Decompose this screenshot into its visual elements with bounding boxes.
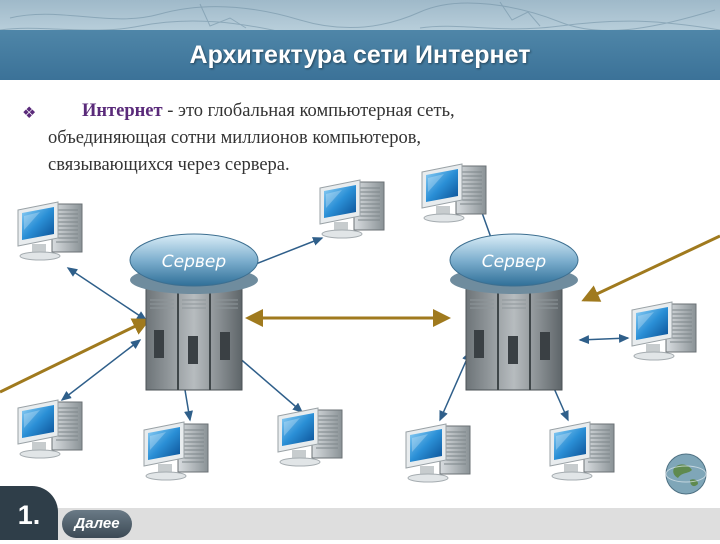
computer-icon bbox=[277, 407, 343, 467]
slide-title: Архитектура сети Интернет bbox=[189, 41, 531, 69]
internet-keyword: Интернет bbox=[82, 101, 163, 121]
definition-line-1: Интернет - это глобальная компьютерная с… bbox=[22, 98, 622, 125]
computer-icon bbox=[421, 163, 487, 223]
world-map-background bbox=[0, 1, 720, 35]
definition-text: ❖ Интернет - это глобальная компьютерная… bbox=[22, 98, 622, 179]
link-bottom-pc-4 bbox=[439, 350, 471, 422]
link-right-pc bbox=[578, 333, 630, 345]
left-backbone-link bbox=[0, 318, 151, 394]
globe-icon bbox=[665, 453, 707, 495]
computer-icon bbox=[405, 423, 471, 483]
right-backbone-link bbox=[581, 234, 720, 302]
definition-line-2: объединяющая сотни миллионов компьютеров… bbox=[48, 128, 422, 148]
computer-icon bbox=[549, 421, 615, 481]
next-button[interactable]: Далее bbox=[62, 510, 132, 538]
server-left-label: Сервер bbox=[162, 252, 227, 272]
computer-icon bbox=[631, 301, 697, 361]
server-right: Сервер bbox=[449, 233, 579, 391]
link-left-bottom-pc bbox=[60, 339, 142, 401]
link-left-top-pc bbox=[66, 267, 148, 321]
computer-icon bbox=[17, 399, 83, 459]
header-banner: Архитектура сети Интернет bbox=[0, 0, 720, 80]
backbone-links bbox=[0, 234, 720, 394]
diamond-bullet-icon: ❖ bbox=[22, 105, 37, 122]
definition-line-3: связывающихся через сервера. bbox=[48, 155, 290, 175]
server-right-label: Сервер bbox=[482, 252, 547, 272]
computer-icon bbox=[17, 201, 83, 261]
server-left: Сервер bbox=[129, 233, 259, 391]
computer-icon bbox=[143, 421, 209, 481]
slide-number: 1. bbox=[0, 486, 58, 540]
title-band bbox=[0, 30, 720, 80]
computer-icon bbox=[319, 179, 385, 239]
definition-line-1-rest: - это глобальная компьютерная сеть, bbox=[162, 101, 455, 121]
